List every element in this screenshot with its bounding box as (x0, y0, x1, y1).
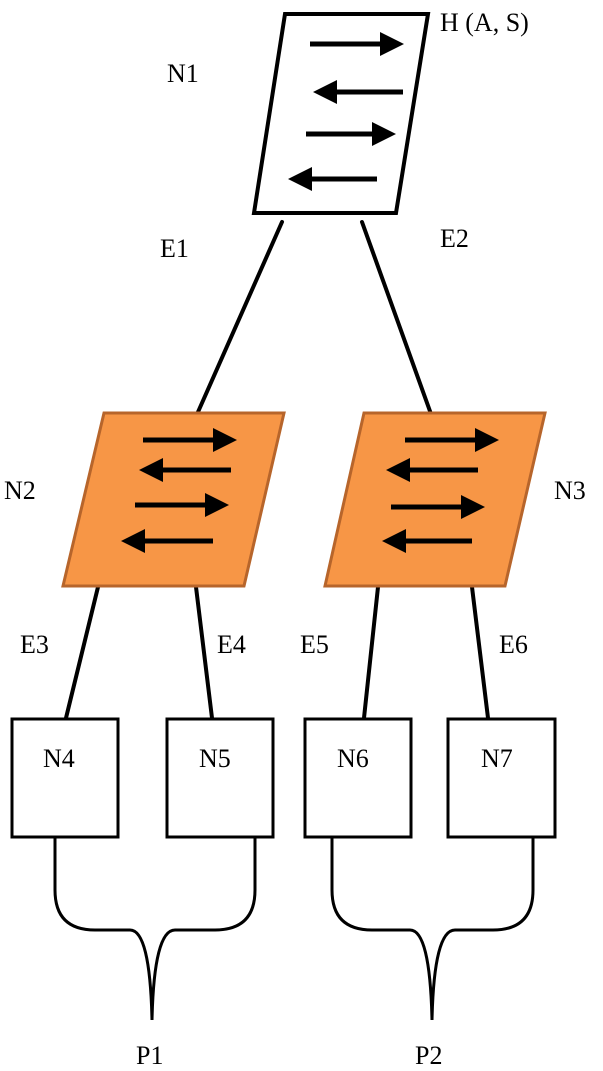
node-n1-label: N1 (167, 59, 199, 88)
node-n3 (323, 411, 547, 588)
path-p2-brace (330, 837, 535, 1021)
node-n2-shape (61, 411, 286, 588)
bidirectional-arrows-icon (121, 428, 237, 553)
bidirectional-arrows-icon (382, 428, 499, 553)
node-n6-box (303, 717, 413, 839)
edge-e5 (362, 585, 380, 720)
edge-e2-label: E2 (440, 224, 469, 253)
edge-e2 (360, 220, 433, 416)
node-n3-label: N3 (554, 476, 586, 505)
node-n7-box (446, 717, 557, 839)
edge-e1-label: E1 (160, 234, 189, 263)
host-label: H (A, S) (440, 8, 529, 37)
node-n4-label: N4 (43, 744, 75, 773)
node-n4-box (10, 717, 120, 839)
bidirectional-arrows-icon (288, 32, 404, 191)
edge-e4 (194, 585, 214, 720)
path-p1-label: P1 (136, 1041, 163, 1070)
node-n2 (61, 411, 286, 588)
edge-e5-label: E5 (300, 630, 329, 659)
edge-e6-label: E6 (499, 630, 528, 659)
node-n5-box (165, 717, 275, 839)
node-n6-label: N6 (337, 744, 369, 773)
node-n1 (251, 12, 431, 215)
node-n2-label: N2 (4, 476, 36, 505)
node-n1-shape (251, 12, 431, 215)
edge-e3 (64, 585, 100, 720)
edge-e1 (196, 220, 284, 414)
node-n3-shape (323, 411, 547, 588)
path-p2-label: P2 (415, 1041, 442, 1070)
node-n7-label: N7 (481, 744, 513, 773)
path-p1-brace (53, 837, 257, 1021)
edge-e4-label: E4 (217, 630, 246, 659)
node-n5-label: N5 (199, 744, 231, 773)
edge-e6 (470, 585, 490, 720)
edge-e3-label: E3 (20, 630, 49, 659)
